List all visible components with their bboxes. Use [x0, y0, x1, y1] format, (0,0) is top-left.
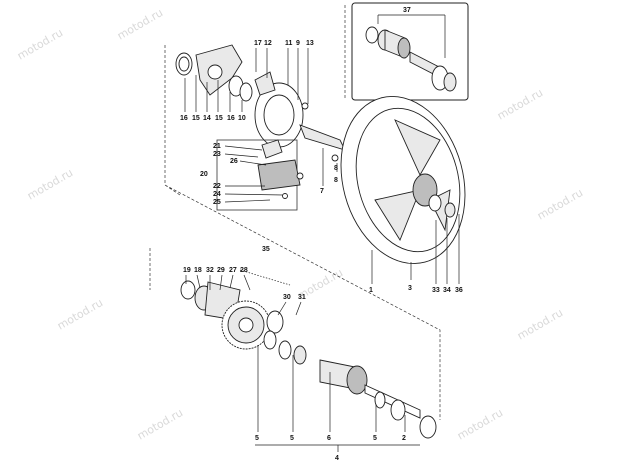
brake-disc-group — [175, 44, 346, 162]
svg-text:motod.ru: motod.ru — [495, 86, 545, 122]
callout-2: 2 — [402, 435, 406, 442]
rear-wheel — [340, 95, 466, 265]
callout-16: 16 — [180, 115, 188, 122]
svg-text:motod.ru: motod.ru — [25, 166, 75, 202]
callout-29: 29 — [217, 267, 225, 274]
callout-6: 6 — [327, 435, 331, 442]
callout-20: 20 — [200, 171, 208, 178]
callout-33: 33 — [432, 287, 440, 294]
callout-15b: 15 — [215, 115, 223, 122]
callout-5c: 5 — [373, 435, 377, 442]
callout-11: 11 — [285, 40, 293, 47]
axle-group — [255, 330, 437, 446]
callout-8b: 8 — [334, 177, 338, 184]
callout-10: 10 — [238, 115, 246, 122]
callout-15: 15 — [192, 115, 200, 122]
watermark-layer: motod.ru motod.ru motod.ru motod.ru moto… — [15, 6, 585, 442]
caliper-group — [216, 139, 304, 211]
callout-22: 22 — [213, 183, 221, 190]
detail-inset — [351, 2, 469, 101]
callout-36: 36 — [455, 287, 463, 294]
callout-5: 5 — [255, 435, 259, 442]
callout-26: 26 — [230, 158, 238, 165]
callout-30: 30 — [283, 294, 291, 301]
svg-text:motod.ru: motod.ru — [55, 296, 105, 332]
callout-17: 17 — [254, 40, 262, 47]
callout-19: 19 — [183, 267, 191, 274]
callout-28: 28 — [240, 267, 248, 274]
callout-25: 25 — [213, 199, 221, 206]
callout-13: 13 — [306, 40, 314, 47]
callout-21: 21 — [213, 143, 221, 150]
callout-27: 27 — [229, 267, 237, 274]
callout-23: 23 — [213, 151, 221, 158]
callout-3: 3 — [408, 285, 412, 292]
callout-31: 31 — [298, 294, 306, 301]
callout-labels: 17 12 11 9 13 37 16 15 14 15 16 10 21 23… — [180, 7, 463, 462]
callout-16b: 16 — [227, 115, 235, 122]
callout-34: 34 — [443, 287, 451, 294]
svg-text:motod.ru: motod.ru — [455, 406, 505, 442]
callout-7: 7 — [320, 188, 324, 195]
callout-32: 32 — [206, 267, 214, 274]
callout-35: 35 — [262, 246, 270, 253]
leader-lines — [184, 48, 460, 452]
callout-24: 24 — [213, 191, 221, 198]
callout-12: 12 — [264, 40, 272, 47]
svg-text:motod.ru: motod.ru — [115, 6, 165, 42]
callout-37: 37 — [403, 7, 411, 14]
svg-text:motod.ru: motod.ru — [15, 26, 65, 62]
callout-9: 9 — [296, 40, 300, 47]
svg-text:motod.ru: motod.ru — [515, 306, 565, 342]
sprocket-group — [180, 269, 291, 350]
callout-14: 14 — [203, 115, 211, 122]
callout-4: 4 — [335, 455, 339, 462]
callout-5b: 5 — [290, 435, 294, 442]
callout-8: 8 — [334, 165, 338, 172]
svg-text:motod.ru: motod.ru — [535, 186, 585, 222]
callout-1: 1 — [369, 287, 373, 294]
svg-text:motod.ru: motod.ru — [135, 406, 185, 442]
callout-18: 18 — [194, 267, 202, 274]
